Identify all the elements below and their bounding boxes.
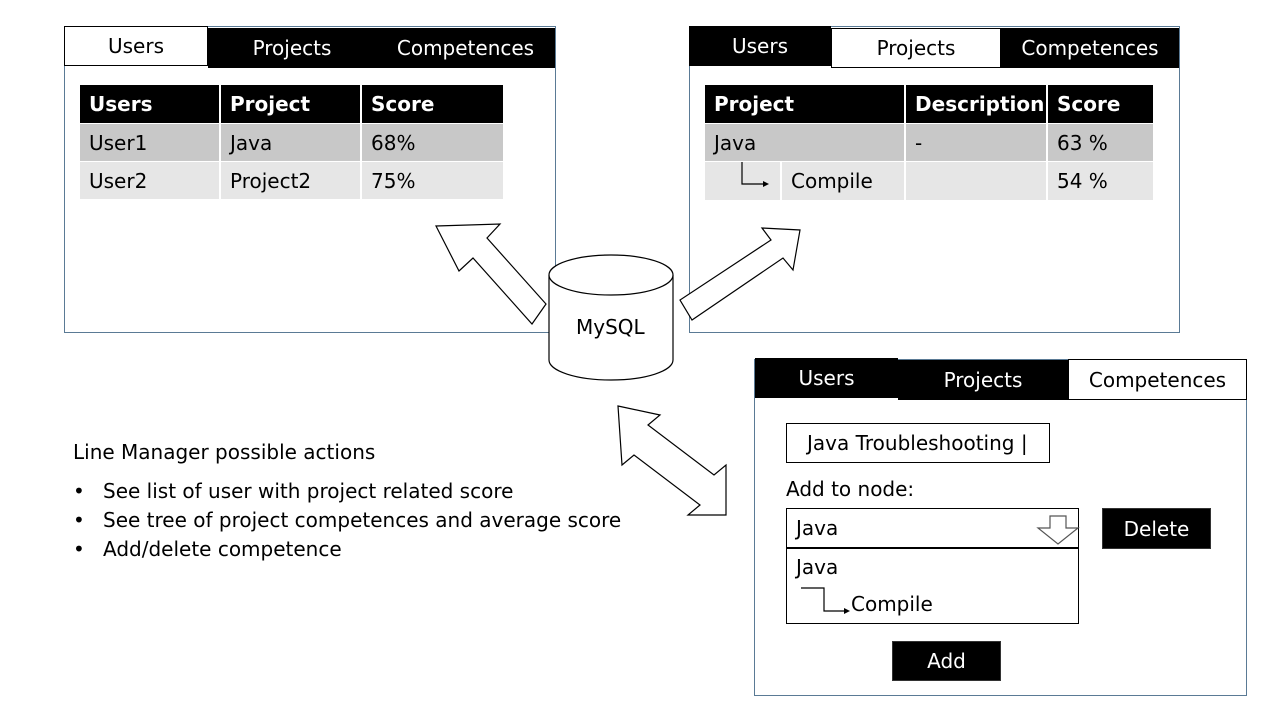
table-row[interactable]: User2 Project2 75% — [80, 161, 503, 199]
tab-projects[interactable]: Projects — [898, 360, 1068, 400]
table-cell: Project2 — [221, 161, 362, 199]
table-cell — [906, 161, 1048, 200]
tab-projects[interactable]: Projects — [831, 28, 1001, 68]
list-item: See tree of project competences and aver… — [73, 506, 621, 535]
table-cell: - — [906, 123, 1048, 161]
list-item: See list of user with project related sc… — [73, 477, 621, 506]
tab-users[interactable]: Users — [755, 358, 898, 398]
tab-users[interactable]: Users — [689, 26, 831, 66]
column-header-score: Score — [1047, 85, 1153, 123]
node-select[interactable]: Java — [786, 508, 1079, 548]
column-header-users: Users — [80, 85, 221, 123]
node-select-value: Java — [796, 516, 839, 540]
column-header-description: Description — [906, 85, 1048, 123]
table-cell: 68% — [362, 123, 503, 161]
dropdown-option-label: Java — [796, 554, 839, 579]
table-cell: User2 — [80, 161, 221, 199]
column-header-project: Project — [705, 85, 907, 123]
table-row[interactable]: Compile 54 % — [705, 161, 1153, 200]
database-label: MySQL — [576, 315, 645, 339]
table-cell: User1 — [80, 123, 221, 161]
actions-title: Line Manager possible actions — [73, 440, 376, 464]
competence-name-input[interactable]: Java Troubleshooting | — [786, 423, 1050, 463]
table-cell: Java — [705, 123, 907, 161]
tab-projects[interactable]: Projects — [208, 28, 376, 68]
table-cell: 75% — [362, 161, 503, 199]
table-cell: 63 % — [1047, 123, 1153, 161]
actions-list: See list of user with project related sc… — [73, 477, 621, 564]
dropdown-option-compile[interactable]: Compile — [786, 584, 1079, 624]
delete-button[interactable]: Delete — [1102, 508, 1211, 549]
table-row[interactable]: Java - 63 % — [705, 123, 1153, 161]
table-cell: 54 % — [1047, 161, 1153, 200]
add-button[interactable]: Add — [892, 641, 1001, 681]
users-score-table: Users Project Score User1 Java 68% User2… — [80, 85, 503, 199]
competence-name-value: Java Troubleshooting | — [807, 431, 1028, 455]
tab-competences[interactable]: Competences — [1001, 28, 1179, 68]
table-cell: Java — [221, 123, 362, 161]
tree-indent-cell — [705, 161, 782, 200]
tree-branch-icon — [741, 162, 769, 187]
list-item: Add/delete competence — [73, 535, 621, 564]
column-header-project: Project — [221, 85, 362, 123]
column-header-score: Score — [362, 85, 503, 123]
project-tree-table: Project Description Score Java - 63 % Co… — [705, 85, 1153, 200]
add-to-node-label: Add to node: — [786, 477, 915, 501]
tab-competences[interactable]: Competences — [376, 28, 555, 68]
table-row[interactable]: User1 Java 68% — [80, 123, 503, 161]
table-cell: Compile — [782, 161, 907, 200]
dropdown-option-java[interactable]: Java — [786, 548, 1079, 585]
tab-users[interactable]: Users — [64, 26, 208, 66]
dropdown-option-label: Compile — [851, 591, 933, 616]
tab-competences[interactable]: Competences — [1068, 359, 1247, 400]
